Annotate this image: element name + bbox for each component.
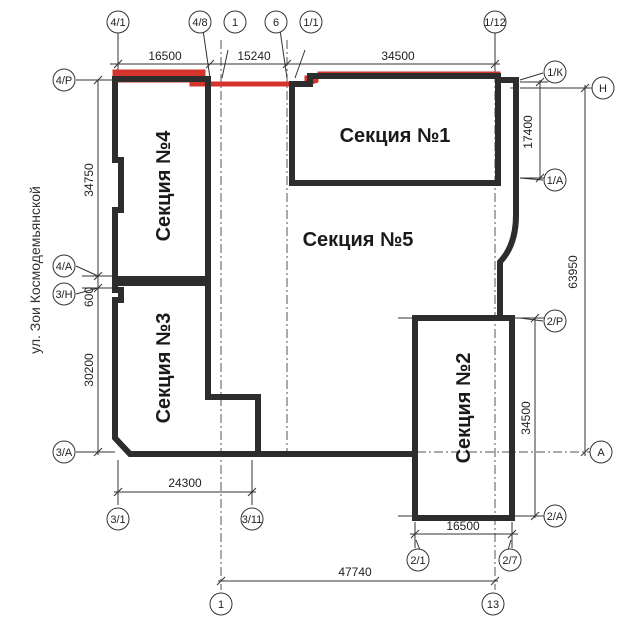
- section-3-label: Секция №3: [153, 313, 175, 424]
- axis-bubble-1-bottom: 1: [209, 592, 233, 616]
- axis-bubble-1-12: 1/12: [483, 10, 507, 34]
- section-5-outline: [205, 77, 519, 457]
- axis-bubble-4-r: 4/Р: [52, 68, 76, 92]
- building-walls: [112, 69, 519, 521]
- axis-bubble-3-1: 3/1: [106, 507, 130, 531]
- axis-bubble-6: 6: [264, 10, 288, 34]
- axis-bubble-3-n: 3/Н: [52, 282, 76, 306]
- section-1-outline: [289, 73, 501, 186]
- dim-16500-top: 16500: [148, 49, 182, 63]
- svg-text:3/А: 3/А: [56, 447, 73, 459]
- svg-text:2/А: 2/А: [547, 511, 564, 523]
- svg-text:1/12: 1/12: [484, 17, 505, 29]
- svg-text:2/Р: 2/Р: [547, 316, 564, 328]
- svg-text:3/11: 3/11: [242, 514, 263, 526]
- dim-24300: 24300: [168, 476, 202, 490]
- grid-lines: [220, 40, 595, 590]
- street-label: ул. Зои Космодемьянской: [27, 186, 43, 354]
- dim-63950: 63950: [566, 255, 580, 289]
- dim-15240: 15240: [237, 49, 271, 63]
- axis-bubble-4-1: 4/1: [106, 10, 130, 34]
- dim-16500-bottom: 16500: [446, 519, 480, 533]
- axis-bubble-2-a: 2/А: [543, 504, 567, 528]
- dim-600: 600: [82, 287, 96, 307]
- axis-markers: 4/1 4/8 1 6 1/1 1/12 4/Р 4/А 3/Н 3/А 1/К…: [52, 10, 615, 616]
- svg-text:4/8: 4/8: [192, 17, 207, 29]
- axis-bubble-3-a: 3/А: [52, 440, 76, 464]
- svg-text:3/Н: 3/Н: [55, 289, 72, 301]
- svg-text:1: 1: [232, 17, 238, 29]
- dim-47740: 47740: [338, 565, 372, 579]
- axis-bubble-4-8: 4/8: [188, 10, 212, 34]
- section-labels: Секция №1 Секция №5 Секция №4 Секция №3 …: [153, 125, 475, 463]
- svg-text:1/А: 1/А: [547, 175, 564, 187]
- axis-bubble-1-top: 1: [223, 10, 247, 34]
- dimension-values: 16500 15240 34500 34750 600 30200 17400 …: [82, 49, 580, 579]
- section-4-label: Секция №4: [153, 130, 175, 242]
- dim-17400: 17400: [521, 115, 535, 149]
- section-1-label: Секция №1: [340, 125, 451, 147]
- svg-text:6: 6: [273, 17, 279, 29]
- svg-text:Н: Н: [599, 83, 607, 95]
- section-3-outline: [112, 280, 261, 457]
- axis-bubble-3-11: 3/11: [240, 507, 264, 531]
- svg-text:2/7: 2/7: [502, 555, 517, 567]
- svg-text:А: А: [597, 447, 605, 459]
- svg-text:4/Р: 4/Р: [56, 75, 73, 87]
- svg-text:1/1: 1/1: [303, 17, 318, 29]
- svg-text:4/1: 4/1: [110, 17, 125, 29]
- axis-bubble-1-1: 1/1: [299, 10, 323, 34]
- svg-text:3/1: 3/1: [110, 514, 125, 526]
- axis-bubble-1-k: 1/К: [543, 60, 567, 84]
- axis-bubble-4-a: 4/А: [52, 254, 76, 278]
- axis-bubble-1-a: 1/А: [543, 168, 567, 192]
- axis-bubble-2-7: 2/7: [498, 548, 522, 572]
- dim-34500-right: 34500: [519, 401, 533, 435]
- svg-text:1/К: 1/К: [547, 67, 563, 79]
- svg-text:4/А: 4/А: [56, 261, 73, 273]
- section-4-outline: [112, 76, 211, 282]
- dim-34500-top: 34500: [381, 49, 415, 63]
- dimension-lines: [75, 29, 590, 586]
- section-2-label: Секция №2: [453, 353, 475, 464]
- axis-bubble-2-1: 2/1: [406, 548, 430, 572]
- svg-text:2/1: 2/1: [410, 555, 425, 567]
- section-2-outline: [412, 315, 515, 521]
- dim-34750: 34750: [82, 163, 96, 197]
- svg-text:1: 1: [218, 599, 224, 611]
- section-5-label: Секция №5: [303, 229, 414, 251]
- dim-30200: 30200: [82, 353, 96, 387]
- svg-text:13: 13: [487, 599, 499, 611]
- axis-bubble-2-r: 2/Р: [543, 309, 567, 333]
- axis-bubble-n: Н: [591, 76, 615, 100]
- axis-bubble-A: А: [589, 440, 613, 464]
- axis-bubble-13: 13: [481, 592, 505, 616]
